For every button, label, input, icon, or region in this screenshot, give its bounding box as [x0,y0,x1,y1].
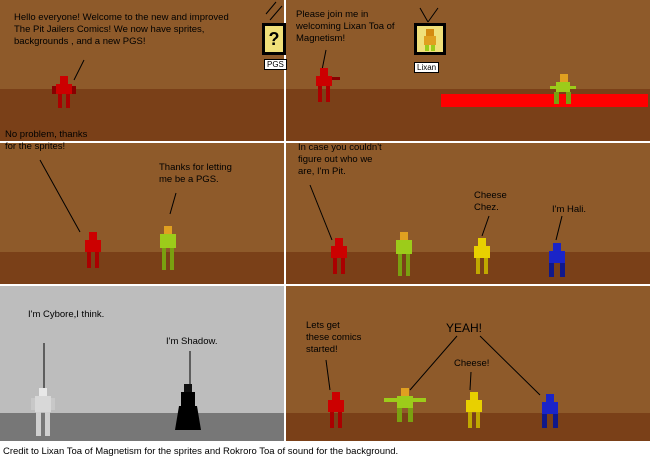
caption-p6-cheese: Cheese! [454,358,490,369]
magnet-beam [441,94,648,107]
chez-figure-p4 [474,238,490,274]
hali-figure-p6 [542,394,558,428]
caption-p3-pit: No problem, thanks for the sprites! [5,129,88,152]
lixan-figure-p6 [384,388,426,422]
caption-p3-lixan: Thanks for letting me be a PGS. [159,162,232,185]
chez-figure-p6 [466,392,482,428]
credit-line: Credit to Lixan Toa of Magnetism for the… [3,446,399,457]
pit-figure-p1 [52,76,76,108]
caption-p1: Hello everyone! Welcome to the new and i… [14,12,229,47]
shadow-figure-p5 [175,384,201,430]
lixan-figure-p4 [396,232,412,276]
floor [0,89,284,141]
pit-figure-p6 [328,392,344,428]
floor [0,252,284,284]
pgs-label: PGS [264,59,287,70]
panel-3 [0,143,284,284]
caption-p2: Please join me in welcoming Lixan Toa of… [296,9,395,44]
pit-figure-p2 [316,68,340,102]
lixan-figure-p2 [550,74,576,104]
lixan-figure-p3 [160,226,176,270]
pit-figure-p4 [331,238,347,274]
cybore-figure-p5 [31,388,55,436]
lixan-portrait-icon [424,29,436,51]
hali-figure-p4 [549,243,565,277]
caption-p5-cybore: I'm Cybore,I think. [28,309,105,320]
caption-p4-pit: In case you couldn't figure out who we a… [298,142,382,177]
panel-4 [286,143,650,284]
question-mark-icon: ? [268,29,280,49]
caption-p4-chez: Cheese Chez. [474,190,507,213]
pit-figure-p3 [85,232,101,268]
panel-6 [286,286,650,441]
caption-p6-pit: Lets get these comics started! [306,320,362,355]
pgs-question-frame: ? [262,23,286,55]
caption-p6-yeah: YEAH! [446,321,483,335]
lixan-label: Lixan [414,62,440,73]
lixan-portrait-frame [414,23,446,55]
caption-p5-shadow: I'm Shadow. [166,336,218,347]
caption-p4-hali: I'm Hali. [552,204,587,215]
panel-1 [0,0,284,141]
